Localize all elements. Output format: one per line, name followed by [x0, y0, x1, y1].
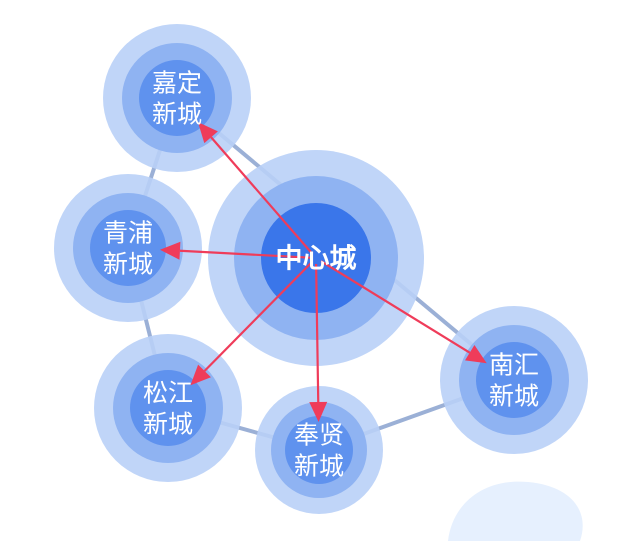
arrow-shaft: [314, 263, 320, 403]
node-nanhui: [440, 306, 588, 454]
node-label-songjiang: 新城: [143, 410, 193, 439]
background-decoration: [448, 481, 583, 541]
node-label-fengxian: 奉贤: [294, 421, 344, 450]
node-labels: 中心城嘉定新城青浦新城松江新城奉贤新城南汇新城: [103, 69, 539, 481]
arrow-shaft: [179, 249, 311, 259]
node-fengxian: [255, 386, 383, 514]
node-qingpu: [54, 174, 202, 322]
nodes: [54, 24, 588, 514]
arrow-head: [465, 345, 487, 364]
arrows: [159, 122, 487, 423]
arrow-head: [309, 401, 328, 423]
node-label-qingpu: 青浦: [103, 219, 153, 248]
node-label-nanhui: 南汇: [489, 351, 539, 380]
arrow-shaft: [203, 261, 313, 372]
arrow-head: [159, 241, 181, 260]
node-core: [130, 370, 206, 446]
arrow-shaft: [210, 136, 313, 255]
node-core: [90, 210, 166, 286]
arrow-center-to-qingpu: [159, 241, 311, 260]
node-jiading: [103, 24, 251, 172]
node-songjiang: [94, 334, 242, 482]
node-core: [285, 416, 353, 484]
arrow-center-to-nanhui: [320, 260, 487, 364]
node-label-jiading: 新城: [152, 100, 202, 129]
arrow-head: [197, 122, 218, 144]
node-core: [139, 60, 215, 136]
arrow-center-to-fengxian: [309, 263, 328, 423]
node-core: [476, 342, 552, 418]
node-label-jiading: 嘉定: [152, 69, 202, 98]
decorative-shape: [448, 481, 583, 541]
node-label-nanhui: 新城: [489, 382, 539, 411]
arrow-shaft: [320, 260, 471, 354]
node-label-songjiang: 松江: [143, 379, 193, 408]
arrow-center-to-songjiang: [190, 261, 313, 386]
node-label-qingpu: 新城: [103, 250, 153, 279]
node-label-center: 中心城: [276, 244, 357, 275]
arrow-head: [190, 364, 211, 386]
arrow-center-to-jiading: [197, 122, 313, 255]
node-label-fengxian: 新城: [294, 452, 344, 481]
